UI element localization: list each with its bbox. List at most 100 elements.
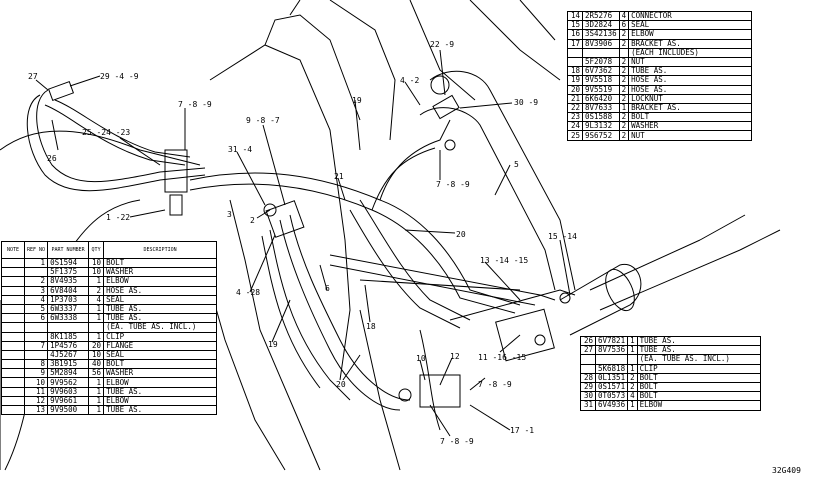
cell-ref: 19 xyxy=(567,75,583,86)
col-qty: QTY xyxy=(88,241,105,259)
callout-17-1: 17 -1 xyxy=(510,426,535,435)
cell-note xyxy=(1,294,25,305)
cell-qty: 1 xyxy=(627,363,638,374)
cell-desc: BRACKET AS. xyxy=(628,38,753,49)
cell-qty: 2 xyxy=(618,84,630,95)
cell-note xyxy=(1,303,25,315)
col-note: NOTE xyxy=(1,241,25,259)
callout-7-8-9-right: 7 -8 -9 xyxy=(436,180,470,189)
callout-4-2: 4 -2 xyxy=(400,76,420,85)
cell-desc: NUT xyxy=(628,130,753,141)
callout-18: 18 xyxy=(366,322,376,331)
callout-7-8-9-bottom: 7 -8 -9 xyxy=(440,437,474,446)
cell-ref: 31 xyxy=(580,400,596,411)
cell-ref: 25 xyxy=(567,130,583,141)
cell-qty: 2 xyxy=(618,93,630,104)
cell-ref xyxy=(580,363,596,374)
cell-note xyxy=(1,331,25,342)
cell-ref: 21 xyxy=(567,93,583,104)
cell-desc: ELBOW xyxy=(103,377,218,388)
cell-desc: ELBOW xyxy=(636,400,761,411)
cell-desc: CLIP xyxy=(636,363,761,374)
callout-15-14: 15 -14 xyxy=(548,232,577,241)
callout-13-14-15: 13 -14 -15 xyxy=(480,256,529,265)
table-row: (EA. TUBE AS. INCL.) xyxy=(580,354,761,365)
cell-note xyxy=(1,386,25,397)
cell-qty: 2 xyxy=(618,29,630,40)
cell-part: 9V9603 xyxy=(47,386,90,397)
cell-ref: 16 xyxy=(567,29,583,40)
cell-part: 6V4936 xyxy=(594,400,629,411)
cell-part: 8V7536 xyxy=(594,345,629,356)
callout-25-24-23: 25 -24 -23 xyxy=(82,128,131,137)
cell-part xyxy=(594,354,629,365)
table-header-row: NOTE REF NO PART NUMBER QTY DESCRIPTION xyxy=(1,241,218,259)
cell-part: 3S42136 xyxy=(582,29,620,40)
cell-note xyxy=(1,395,25,407)
callout-6: 6 xyxy=(325,284,330,293)
cell-ref: 17 xyxy=(567,38,583,49)
callout-4-28: 4 -28 xyxy=(236,288,261,297)
cell-desc: LOCKNUT xyxy=(628,93,753,104)
cell-ref: 3 xyxy=(23,285,49,296)
callout-3: 3 xyxy=(227,210,232,219)
cell-part: 6V8404 xyxy=(47,285,90,296)
cell-qty: 56 xyxy=(88,368,105,379)
cell-note xyxy=(1,349,25,361)
cell-note xyxy=(1,276,25,287)
cell-part: 9S6752 xyxy=(582,130,620,141)
cell-note xyxy=(1,313,25,324)
cell-qty: 2 xyxy=(618,75,630,86)
table-row: (EA. TUBE AS. INCL.) xyxy=(1,322,218,333)
cell-part: 9V9562 xyxy=(47,377,90,388)
cell-ref: 13 xyxy=(23,404,49,416)
cell-qty: 1 xyxy=(88,313,105,324)
cell-desc: (EACH INCLUDES) xyxy=(628,47,753,58)
callout-12: 12 xyxy=(450,352,460,361)
callout-27: 27 xyxy=(28,72,38,81)
callout-2: 2 xyxy=(250,216,255,225)
cell-qty: 1 xyxy=(88,331,105,342)
cell-part: 8V3906 xyxy=(582,38,620,49)
col-part-number: PART NUMBER xyxy=(47,241,90,259)
cell-part: 6K6420 xyxy=(582,93,620,104)
col-ref-no: REF NO xyxy=(23,241,49,259)
cell-note xyxy=(1,340,25,351)
cell-qty: 1 xyxy=(88,377,105,388)
cell-desc: TUBE AS. xyxy=(103,404,218,416)
cell-ref xyxy=(567,47,583,58)
cell-ref: 24 xyxy=(567,121,583,132)
cell-desc: TUBE AS. xyxy=(103,386,218,397)
callout-20-left: 20 xyxy=(336,380,346,389)
callout-7-8-9-top: 7 -8 -9 xyxy=(178,100,212,109)
cell-desc: WASHER xyxy=(628,121,753,132)
cell-desc: (EA. TUBE AS. INCL.) xyxy=(103,322,218,333)
cell-qty: 2 xyxy=(88,285,105,296)
callout-26: 26 xyxy=(47,154,57,163)
callout-1-22: 1 -22 xyxy=(106,213,131,222)
cell-note xyxy=(1,285,25,296)
cell-note xyxy=(1,322,25,333)
cell-desc: ELBOW xyxy=(103,276,218,287)
callout-29-4-9: 29 -4 -9 xyxy=(100,72,139,81)
cell-ref: 20 xyxy=(567,84,583,95)
